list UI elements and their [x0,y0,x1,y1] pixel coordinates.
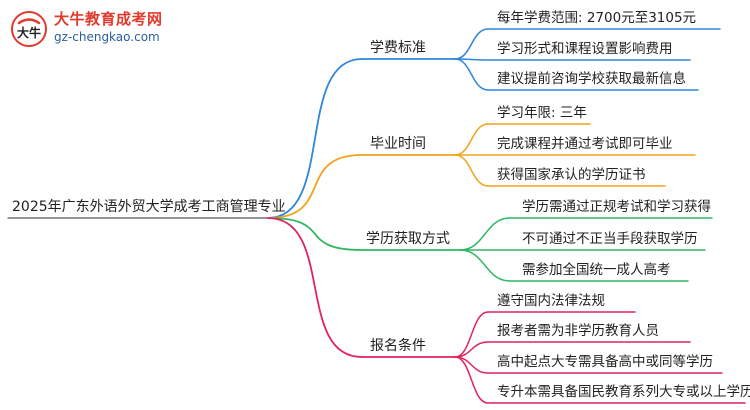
logo-title: 大牛教育成考网 [54,10,163,28]
leaf-upgrade-requirement: 专升本需具备国民教育系列大专或以上学历 [497,384,750,400]
connector-branch-2-to-leaf-0 [459,217,511,251]
leaf-highschool-requirement: 高中起点大专需具备高中或同等学历 [497,354,713,370]
leaf-tuition-range: 每年学费范围: 2700元至3105元 [497,10,697,26]
leaf-formal-exam: 学历需通过正规考试和学习获得 [522,199,711,215]
logo-url: gz-chengkao.com [54,30,160,44]
leaf-certificate: 获得国家承认的学历证书 [497,167,646,183]
logo-mark-icon: 大牛 [11,11,47,47]
root-topic: 2025年广东外语外贸大学成考工商管理专业 [12,199,286,215]
connector-branch-1-to-leaf-0 [454,123,489,156]
connector-branch-0-to-leaf-0 [454,28,489,60]
connector-root-to-branch-0 [267,58,363,219]
connector-root-to-branch-1 [267,154,363,219]
leaf-tuition-factors: 学习形式和课程设置影响费用 [497,41,673,57]
logo-mark-text: 大牛 [17,25,41,40]
leaf-national-exam: 需参加全国统一成人高考 [522,262,671,278]
connector-branch-3-to-leaf-3 [454,356,489,404]
leaf-graduate-condition: 完成课程并通过考试即可毕业 [497,136,673,152]
connector-branch-2-to-leaf-2 [459,249,511,282]
leaf-no-improper-means: 不可通过不正当手段获取学历 [522,231,698,247]
connector-branch-3-to-leaf-0 [454,311,489,358]
connector-branch-1-to-leaf-2 [454,154,489,187]
connector-root-to-branch-2 [267,217,363,251]
site-logo: 大牛 大牛教育成考网 gz-chengkao.com [6,6,206,52]
connector-branch-0-to-leaf-2 [454,58,489,91]
leaf-tuition-advice: 建议提前咨询学校获取最新信息 [497,71,686,87]
leaf-obey-law: 遵守国内法律法规 [497,293,605,309]
leaf-non-degree-candidate: 报考者需为非学历教育人员 [497,323,659,339]
branch-graduation-time: 毕业时间 [370,136,426,152]
branch-requirements: 报名条件 [370,338,426,354]
branch-degree-method: 学历获取方式 [366,231,450,247]
connector-root-to-branch-3 [267,217,363,358]
leaf-study-years: 学习年限: 三年 [497,105,587,121]
branch-tuition: 学费标准 [370,40,426,56]
